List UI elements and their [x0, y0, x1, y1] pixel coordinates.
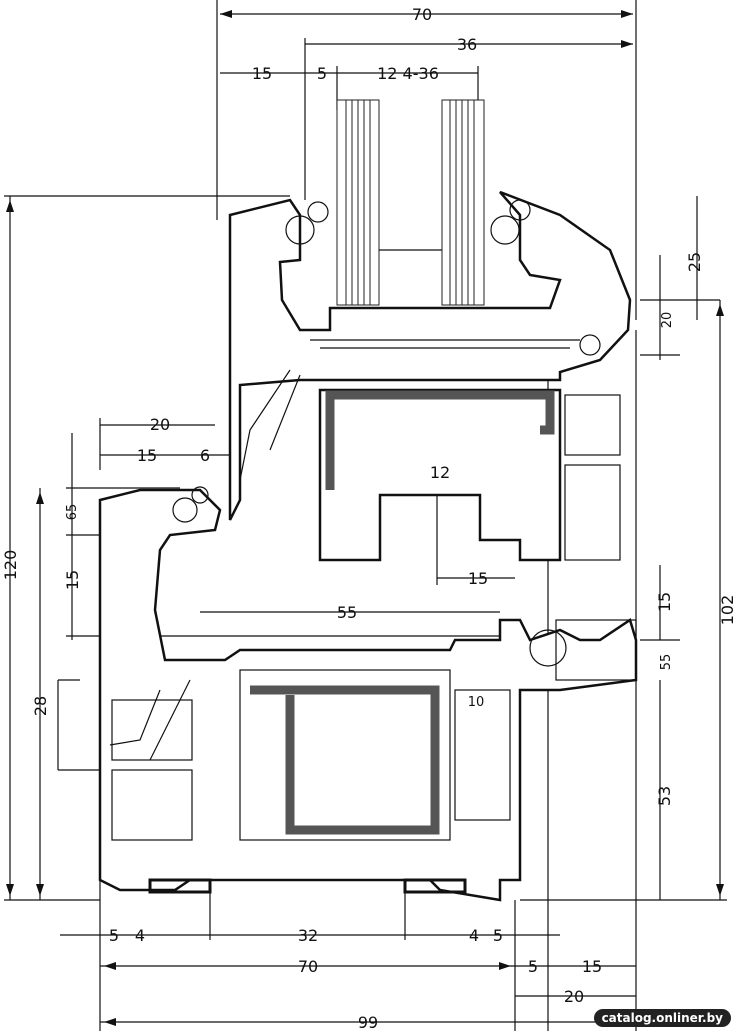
dim-left-15: 15 — [137, 446, 157, 465]
dim-bottom-5c: 5 — [528, 957, 538, 976]
glass-unit — [336, 99, 485, 306]
dim-bottom-70: 70 — [298, 957, 318, 976]
dim-bottom-5b: 5 — [493, 926, 503, 945]
dim-right-10: 10 — [468, 695, 485, 710]
dim-top-12-36: 12 4-36 — [377, 64, 439, 83]
dim-right-25: 25 — [685, 252, 704, 272]
dim-left-height: 120 — [1, 550, 20, 581]
dim-left-6: 6 — [200, 446, 210, 465]
dim-bottom-5: 5 — [109, 926, 119, 945]
dimension-labels: 70 36 15 5 12 4-36 20 15 6 120 65 15 28 … — [1, 5, 735, 1031]
dim-top-15: 15 — [252, 64, 272, 83]
dim-top-overall: 70 — [412, 5, 432, 24]
dim-bottom-4: 4 — [135, 926, 145, 945]
dim-right-15: 15 — [655, 592, 674, 612]
dimension-arrows — [6, 10, 724, 1026]
dim-mid-15: 15 — [468, 569, 488, 588]
dim-mid-12: 12 — [430, 463, 450, 482]
dim-left-15b: 15 — [63, 570, 82, 590]
dim-bottom-32: 32 — [298, 926, 318, 945]
dim-left-20: 20 — [150, 415, 170, 434]
dim-right-102: 102 — [718, 595, 735, 626]
dim-bottom-20: 20 — [564, 987, 584, 1006]
dim-right-55: 55 — [659, 654, 674, 671]
frame-profile — [98, 488, 638, 902]
dim-mid-55: 55 — [337, 603, 357, 622]
dim-bottom-4b: 4 — [469, 926, 479, 945]
dim-right-53: 53 — [655, 786, 674, 806]
sash-profile — [228, 190, 632, 562]
dimension-lines — [4, 0, 727, 1031]
dim-bottom-15: 15 — [582, 957, 602, 976]
dim-left-28: 28 — [31, 696, 50, 716]
watermark: catalog.onliner.by — [593, 1009, 731, 1027]
dim-bottom-99: 99 — [358, 1013, 378, 1031]
dim-left-65: 65 — [65, 504, 80, 521]
dim-right-20: 20 — [660, 312, 675, 329]
gaskets — [172, 199, 601, 667]
dim-top-5: 5 — [317, 64, 327, 83]
dim-top-glass-zone: 36 — [457, 35, 477, 54]
